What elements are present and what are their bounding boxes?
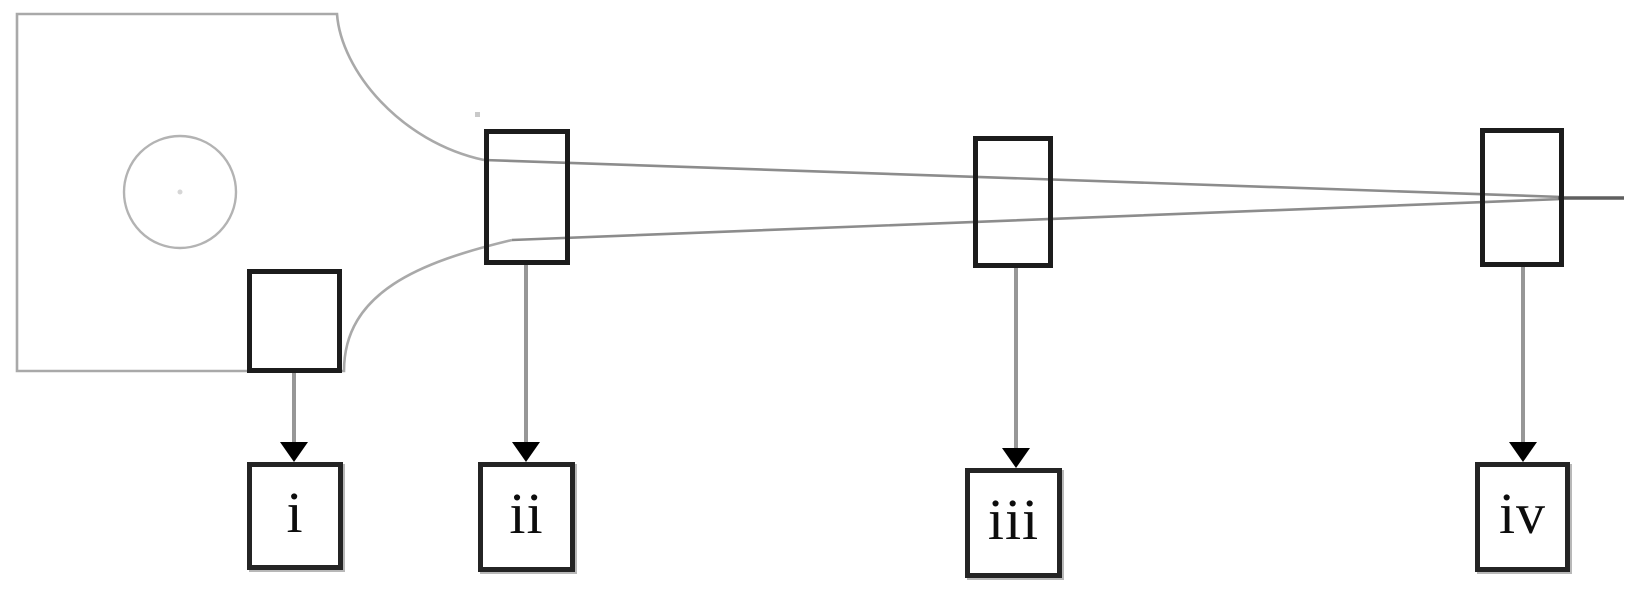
region-marker-i — [247, 269, 342, 373]
region-label-ii: ii — [509, 481, 544, 546]
region-label-box-i: i — [247, 462, 343, 570]
region-label-iii: iii — [987, 487, 1040, 552]
region-marker-iv — [1480, 128, 1564, 267]
region-label-box-iv: iv — [1475, 462, 1570, 572]
arrow-stem-iii — [1014, 268, 1018, 450]
artifact-speck — [475, 112, 480, 117]
region-marker-iii — [973, 136, 1053, 268]
hole-circle — [122, 134, 238, 250]
arrow-stem-i — [292, 373, 296, 444]
arrowhead-iv — [1509, 442, 1537, 462]
arrowhead-iii — [1002, 448, 1030, 468]
region-marker-ii — [484, 129, 570, 265]
body-outline — [15, 12, 513, 373]
arrowhead-i — [280, 442, 308, 462]
region-label-iv: iv — [1498, 481, 1547, 546]
hole-center-dot — [177, 189, 183, 195]
arrow-stem-ii — [524, 265, 528, 444]
arrowhead-ii — [512, 442, 540, 462]
blade-taper-lines — [483, 158, 1563, 242]
arrow-stem-iv — [1521, 267, 1525, 444]
region-label-box-iii: iii — [965, 468, 1062, 578]
region-label-box-ii: ii — [478, 462, 575, 572]
region-label-i: i — [286, 480, 304, 545]
